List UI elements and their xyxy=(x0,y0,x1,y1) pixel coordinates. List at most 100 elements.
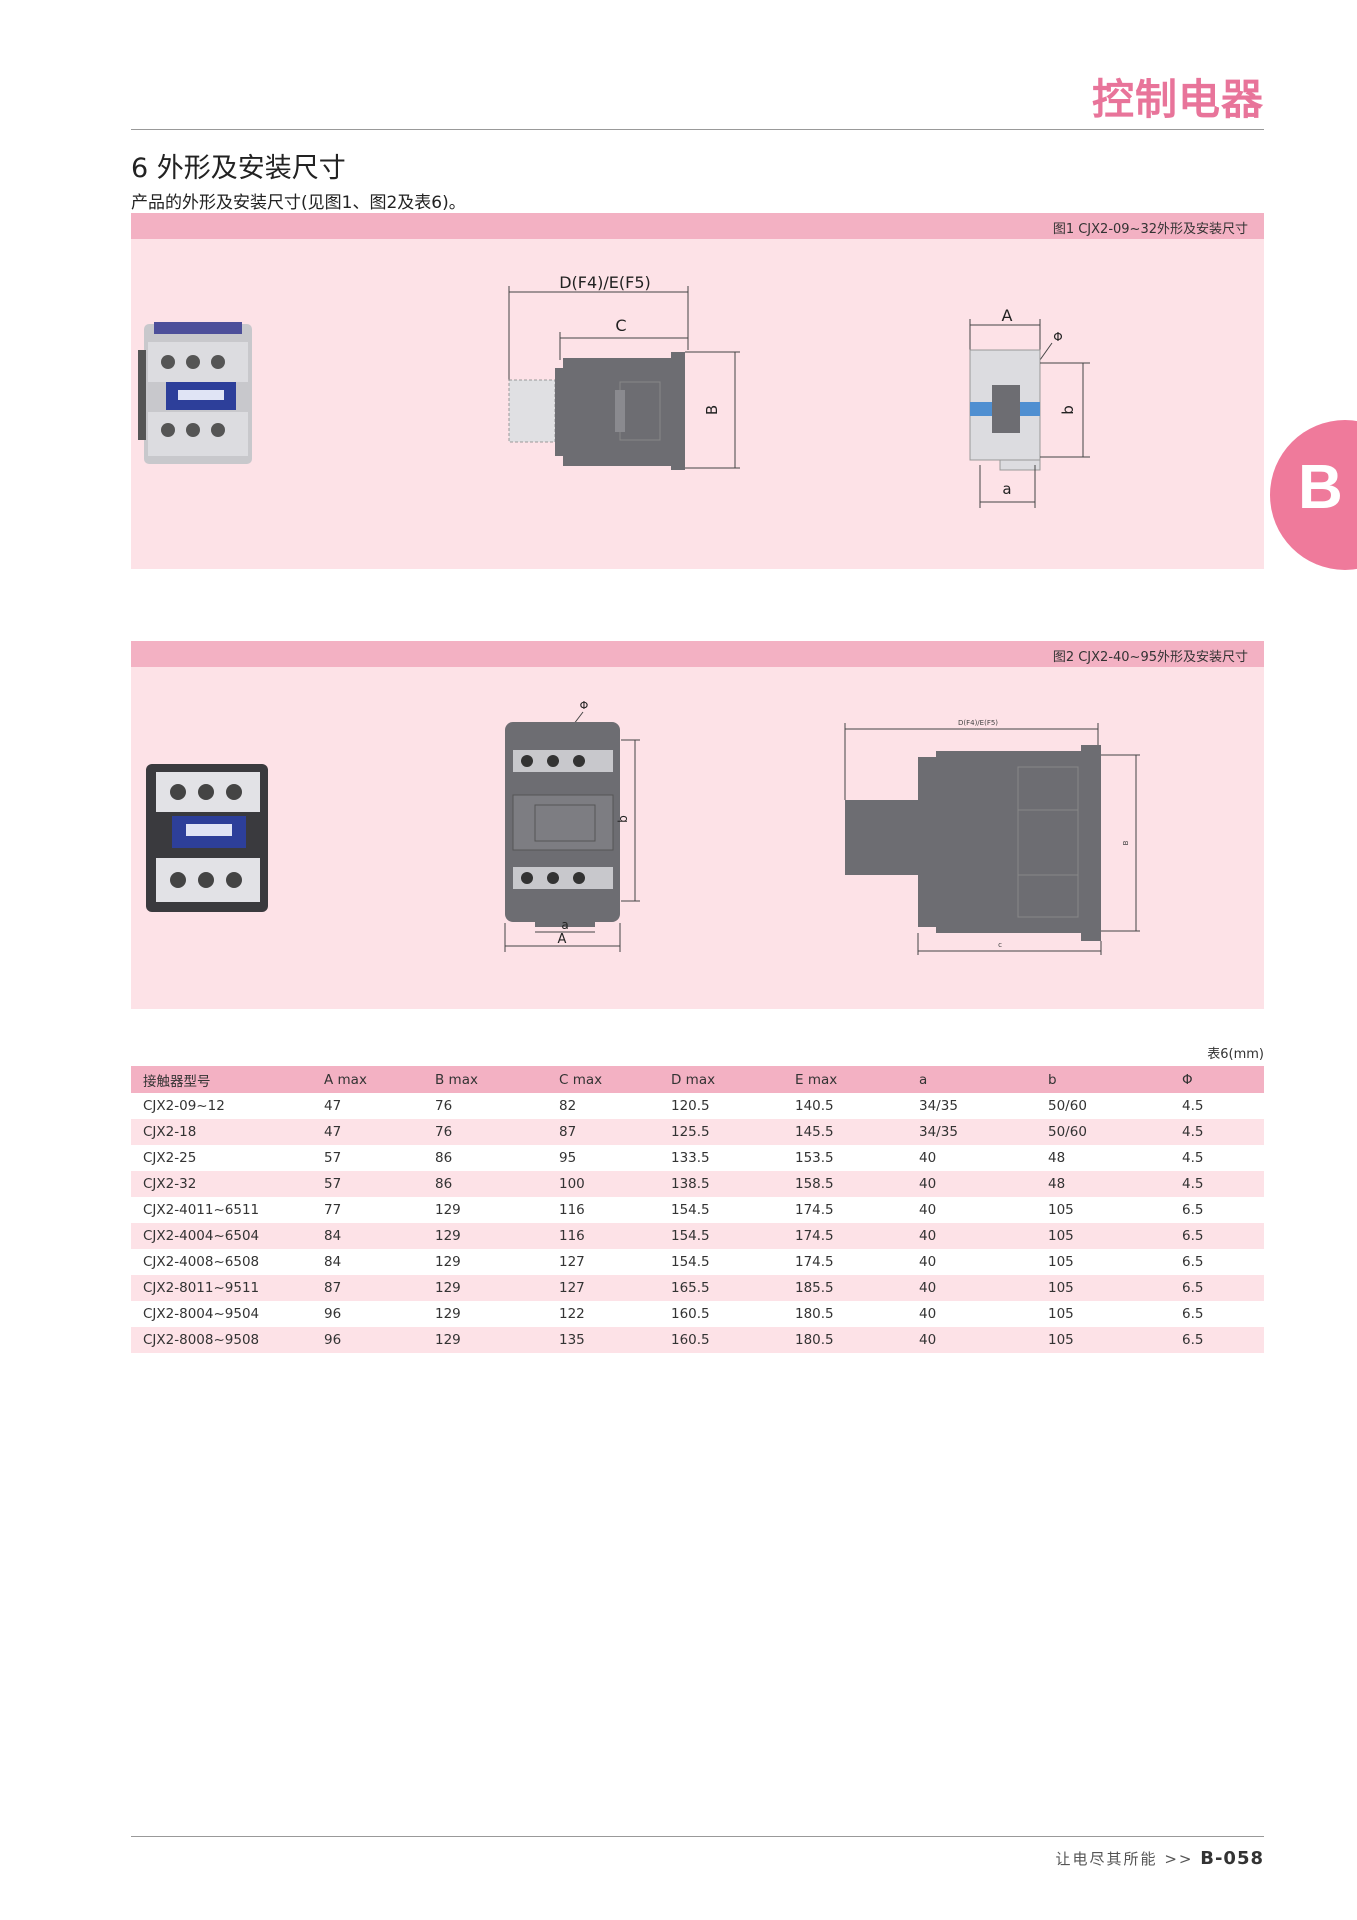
table-cell: 120.5 xyxy=(671,1098,710,1114)
table-cell: CJX2-18 xyxy=(131,1119,312,1145)
table-cell: 154.5 xyxy=(659,1223,783,1249)
fig1-dim-c: C xyxy=(615,316,626,335)
table-cell: 87 xyxy=(547,1119,659,1145)
header-divider xyxy=(131,129,1264,130)
table-cell: 4.5 xyxy=(1182,1098,1204,1114)
table-cell: 105 xyxy=(1048,1306,1074,1322)
table-cell: 40 xyxy=(907,1171,1036,1197)
figure2-caption-bar: 图2 CJX2-40~95外形及安装尺寸 xyxy=(131,641,1264,667)
table-cell: 34/35 xyxy=(919,1098,958,1114)
table-cell: 129 xyxy=(435,1202,461,1218)
contactor-photo-large xyxy=(146,764,268,912)
table-cell: 174.5 xyxy=(795,1202,834,1218)
fig2-side-view-drawing: D(F4)/E(F5) B c xyxy=(844,719,1140,955)
table-cell: 153.5 xyxy=(795,1150,834,1166)
table-cell: 84 xyxy=(324,1254,342,1270)
table-cell: 129 xyxy=(423,1223,547,1249)
table-cell: 165.5 xyxy=(659,1275,783,1301)
table-cell: 87 xyxy=(312,1275,423,1301)
table-cell: CJX2-32 xyxy=(131,1171,312,1197)
table-cell: 125.5 xyxy=(659,1119,783,1145)
table-cell: 57 xyxy=(312,1171,423,1197)
table-cell: 185.5 xyxy=(783,1275,907,1301)
fig2-dim-b: b xyxy=(616,815,630,823)
table-cell: CJX2-25 xyxy=(143,1150,197,1166)
section-title: 6 外形及安装尺寸 xyxy=(131,153,346,184)
table-cell: 6.5 xyxy=(1170,1275,1264,1301)
fig1-dim-overall: D(F4)/E(F5) xyxy=(559,273,651,292)
table-cell: 133.5 xyxy=(671,1150,710,1166)
col-header-phi: Φ xyxy=(1170,1066,1264,1093)
fig1-dim-b-small: b xyxy=(1059,405,1077,415)
figure1-panel xyxy=(131,239,1264,569)
table-cell: 76 xyxy=(435,1098,453,1114)
table-cell: 160.5 xyxy=(659,1327,783,1353)
table-cell: 48 xyxy=(1048,1150,1066,1166)
table-cell: 129 xyxy=(435,1254,461,1270)
fig2-dim-b-side: B xyxy=(1122,840,1130,845)
table-cell: 95 xyxy=(559,1150,577,1166)
table-cell: 116 xyxy=(547,1223,659,1249)
section-tab-letter: B xyxy=(1298,453,1343,522)
table-cell: 6.5 xyxy=(1182,1306,1204,1322)
table-cell: 127 xyxy=(547,1275,659,1301)
category-title: 控制电器 xyxy=(1091,75,1264,124)
contactor-photo-small xyxy=(138,322,252,464)
col-header-b: b xyxy=(1036,1066,1170,1093)
table-cell: 4.5 xyxy=(1170,1171,1264,1197)
table-cell: 57 xyxy=(324,1150,342,1166)
table-cell: 4.5 xyxy=(1182,1150,1204,1166)
table-cell: 105 xyxy=(1048,1254,1074,1270)
footer-slogan: 让电尽其所能 xyxy=(1055,1850,1158,1868)
dimension-table: 接触器型号 A max B max C max D max E max a b … xyxy=(131,1066,1264,1353)
table-cell: 145.5 xyxy=(783,1119,907,1145)
table-cell: 174.5 xyxy=(795,1254,834,1270)
table-cell: CJX2-8004~9504 xyxy=(143,1306,260,1322)
fig1-dim-a: a xyxy=(1002,480,1011,498)
fig2-front-view-drawing: Φ b a A xyxy=(504,699,640,952)
fig1-dim-phi: Φ xyxy=(1053,330,1062,344)
table-cell: 105 xyxy=(1036,1327,1170,1353)
table-cell: 50/60 xyxy=(1036,1119,1170,1145)
table-cell: 40 xyxy=(907,1223,1036,1249)
table-cell: 105 xyxy=(1036,1223,1170,1249)
table-cell: 6.5 xyxy=(1170,1327,1264,1353)
fig2-dim-c: c xyxy=(998,941,1002,949)
table-cell: 100 xyxy=(547,1171,659,1197)
table-cell: 40 xyxy=(919,1306,937,1322)
table-cell: 105 xyxy=(1036,1275,1170,1301)
table-cell: 129 xyxy=(423,1275,547,1301)
fig2-dim-overall: D(F4)/E(F5) xyxy=(958,719,998,727)
footer: 让电尽其所能 >> B-058 xyxy=(1056,1848,1264,1869)
col-header-b-max: B max xyxy=(423,1066,547,1093)
table-cell: 47 xyxy=(312,1119,423,1145)
col-header-model: 接触器型号 xyxy=(131,1066,312,1093)
col-header-e-max: E max xyxy=(783,1066,907,1093)
section-description: 产品的外形及安装尺寸(见图1、图2及表6)。 xyxy=(131,193,466,213)
table-cell: 34/35 xyxy=(907,1119,1036,1145)
section-tab: B xyxy=(1270,420,1357,570)
table-header-row: 接触器型号 A max B max C max D max E max a b … xyxy=(131,1066,1264,1093)
table-cell: 129 xyxy=(423,1327,547,1353)
table-cell: 40 xyxy=(907,1327,1036,1353)
footer-divider xyxy=(131,1836,1264,1837)
table-cell: 129 xyxy=(435,1306,461,1322)
table-cell: 116 xyxy=(559,1202,585,1218)
table-cell: 50/60 xyxy=(1048,1098,1087,1114)
table-cell: 180.5 xyxy=(783,1327,907,1353)
fig2-dim-A: A xyxy=(558,932,567,947)
table-cell: CJX2-8011~9511 xyxy=(131,1275,312,1301)
col-header-c-max: C max xyxy=(547,1066,659,1093)
table-cell: 76 xyxy=(423,1119,547,1145)
table-cell: 82 xyxy=(559,1098,577,1114)
table-cell: 40 xyxy=(919,1202,937,1218)
table-cell: 77 xyxy=(324,1202,342,1218)
